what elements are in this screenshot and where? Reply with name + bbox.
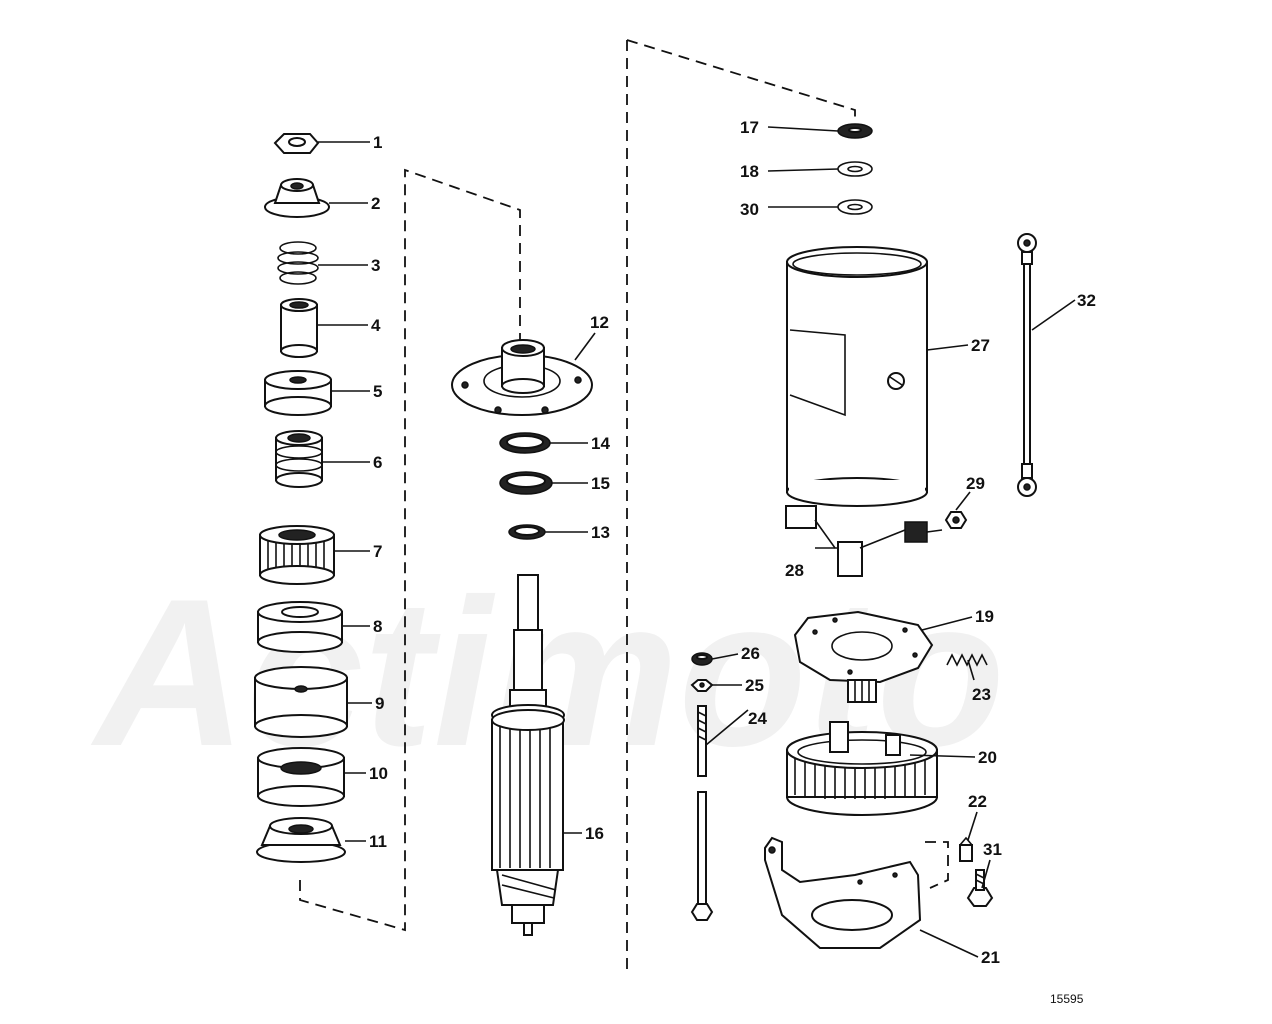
callout-1: 1	[373, 133, 382, 152]
callout-24: 24	[748, 709, 767, 728]
callout-4: 4	[371, 316, 381, 335]
callout-2: 2	[371, 194, 380, 213]
part-1-nut	[273, 133, 320, 154]
part-15-seal	[499, 471, 553, 495]
leader-17	[767, 126, 839, 132]
part-16-armature	[491, 574, 565, 936]
assembly-dash-top	[626, 39, 856, 125]
part-18-washer	[837, 161, 873, 177]
callout-26: 26	[741, 644, 760, 663]
callout-16: 16	[585, 824, 604, 843]
part-11-retainer	[256, 817, 346, 863]
callout-12: 12	[590, 313, 609, 332]
callout-28: 28	[785, 561, 804, 580]
part-9-spacer	[254, 666, 348, 738]
part-31-screw	[966, 869, 994, 907]
part-28-field-lead	[785, 505, 943, 577]
part-10-ring	[257, 747, 345, 807]
callout-14: 14	[591, 434, 610, 453]
callout-21: 21	[981, 948, 1000, 967]
part-3-spring	[277, 241, 319, 285]
callout-27: 27	[971, 336, 990, 355]
part-32-cable	[1017, 233, 1037, 497]
callout-13: 13	[591, 523, 610, 542]
callout-9: 9	[375, 694, 384, 713]
leader-31	[981, 859, 991, 889]
callout-25: 25	[745, 676, 764, 695]
part-6-spring-collar	[275, 430, 323, 488]
leader-26	[711, 653, 739, 660]
callout-11: 11	[369, 832, 387, 851]
callout-32: 32	[1077, 291, 1096, 310]
part-4-bushing	[280, 298, 318, 358]
part-19-brush-plate	[793, 610, 934, 703]
callout-15: 15	[591, 474, 610, 493]
part-22-brush	[959, 836, 973, 862]
leader-18	[767, 168, 839, 172]
part-23-spring	[946, 653, 988, 667]
assembly-dash-left	[299, 168, 521, 932]
part-14-seal	[499, 432, 551, 454]
leader-22	[967, 811, 978, 841]
leader-27	[926, 344, 969, 351]
leader-23	[967, 659, 975, 681]
leader-12	[574, 332, 596, 361]
callout-17: 17	[740, 118, 759, 137]
part-17-washer	[837, 123, 873, 139]
callout-19: 19	[975, 607, 994, 626]
part-24-through-bolt	[690, 705, 714, 921]
callout-18: 18	[740, 162, 759, 181]
callout-8: 8	[373, 617, 382, 636]
leader-24	[705, 709, 749, 746]
callout-3: 3	[371, 256, 380, 275]
callout-10: 10	[369, 764, 388, 783]
callout-23: 23	[972, 685, 991, 704]
part-8-washer	[257, 601, 343, 653]
leader-29	[955, 491, 971, 511]
callout-7: 7	[373, 542, 382, 561]
part-29-nut	[944, 511, 968, 529]
part-13-o-ring	[508, 524, 546, 540]
callout-31: 31	[983, 840, 1002, 859]
assembly-dash-bracket	[925, 841, 949, 889]
drawing-number: 15595	[1050, 992, 1084, 1006]
leader-19	[921, 616, 973, 631]
callout-6: 6	[373, 453, 382, 472]
part-30-washer	[837, 199, 873, 215]
callout-5: 5	[373, 382, 382, 401]
part-27-frame-housing	[786, 246, 928, 507]
callout-22: 22	[968, 792, 987, 811]
callout-30: 30	[740, 200, 759, 219]
part-21-mounting-bracket	[764, 836, 922, 949]
part-26-nut	[691, 652, 713, 666]
leader-21	[919, 929, 979, 958]
part-12-end-plate	[451, 339, 593, 416]
part-7-gear	[259, 525, 335, 585]
part-20-end-cap	[786, 721, 938, 816]
leader-20	[909, 754, 976, 758]
leader-32	[1031, 299, 1076, 331]
part-2-cap	[264, 178, 330, 218]
part-5-collar	[264, 370, 332, 416]
callout-29: 29	[966, 474, 985, 493]
callout-20: 20	[978, 748, 997, 767]
part-25-lockwasher	[690, 679, 714, 692]
